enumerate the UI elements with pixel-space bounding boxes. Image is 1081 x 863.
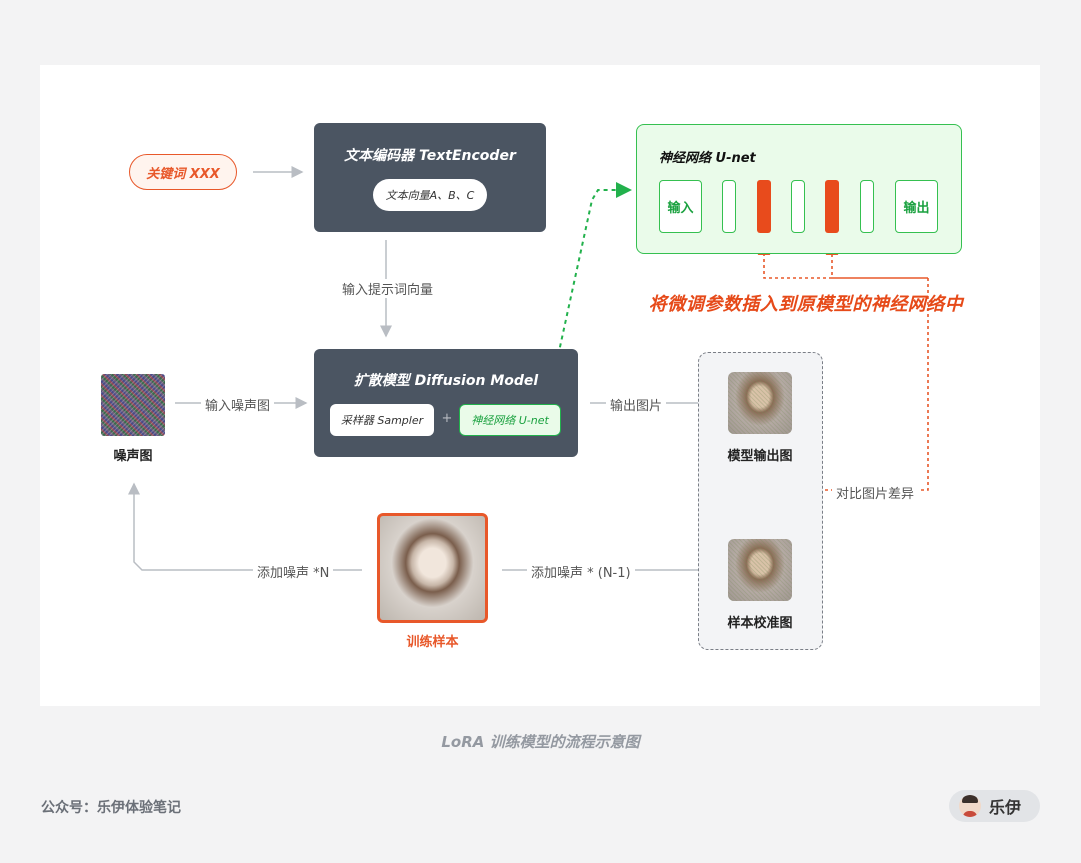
unet-lora-block [757,180,771,233]
calibration-label: 样本校准图 [727,616,793,631]
unet-pill: 神经网络 U-net [459,404,561,436]
unet-layer-block [722,180,736,233]
unet-input-block: 输入 [659,180,702,233]
text-vector-pill: 文本向量A、B、C [373,179,487,211]
unet-panel-title: 神经网络 U-net [659,151,756,166]
label-output-image: 输出图片 [606,395,667,414]
diffusion-model-box: 扩散模型 Diffusion Model 采样器 Sampler + 神经网络 … [314,349,578,457]
diffusion-model-title: 扩散模型 Diffusion Model [353,373,539,389]
avatar [959,795,981,817]
unet-lora-block [825,180,839,233]
footer-account: 公众号：乐伊体验笔记 [41,800,181,816]
arrow-unet-expand [547,182,632,403]
noise-image [101,374,165,436]
sampler-pill: 采样器 Sampler [330,404,434,436]
unet-layer-block [860,180,874,233]
text-encoder-title: 文本编码器 TextEncoder [344,148,516,164]
insert-params-label: 将微调参数插入到原模型的神经网络中 [648,294,964,315]
training-sample-image [377,513,488,623]
arrow-compare-feedback [825,242,929,491]
keyword-pill: 关键词 XXX [129,154,237,190]
text-encoder-box: 文本编码器 TextEncoder 文本向量A、B、C [314,123,546,232]
label-add-noise-n: 添加噪声 *N [253,562,334,581]
training-sample-label: 训练样本 [406,635,459,650]
arrow-compare-feedback-2 [757,242,928,279]
author-name: 乐伊 [989,798,1022,817]
model-output-label: 模型输出图 [727,449,793,464]
unet-layer-block [791,180,805,233]
unet-output-block: 输出 [895,180,938,233]
noise-image-label: 噪声图 [113,449,153,464]
label-input-noise: 输入噪声图 [201,395,275,414]
label-add-noise-n1: 添加噪声 * (N-1) [527,562,635,581]
label-prompt-vector: 输入提示词向量 [338,279,438,298]
label-compare: 对比图片差异 [832,483,919,502]
figure-caption: LoRA 训练模型的流程示意图 [441,733,640,751]
arrow-sample-to-noise [128,482,362,571]
calibration-image [728,539,792,601]
plus-sign: + [441,411,453,426]
model-output-image [728,372,792,434]
author-badge[interactable]: 乐伊 [949,790,1040,822]
